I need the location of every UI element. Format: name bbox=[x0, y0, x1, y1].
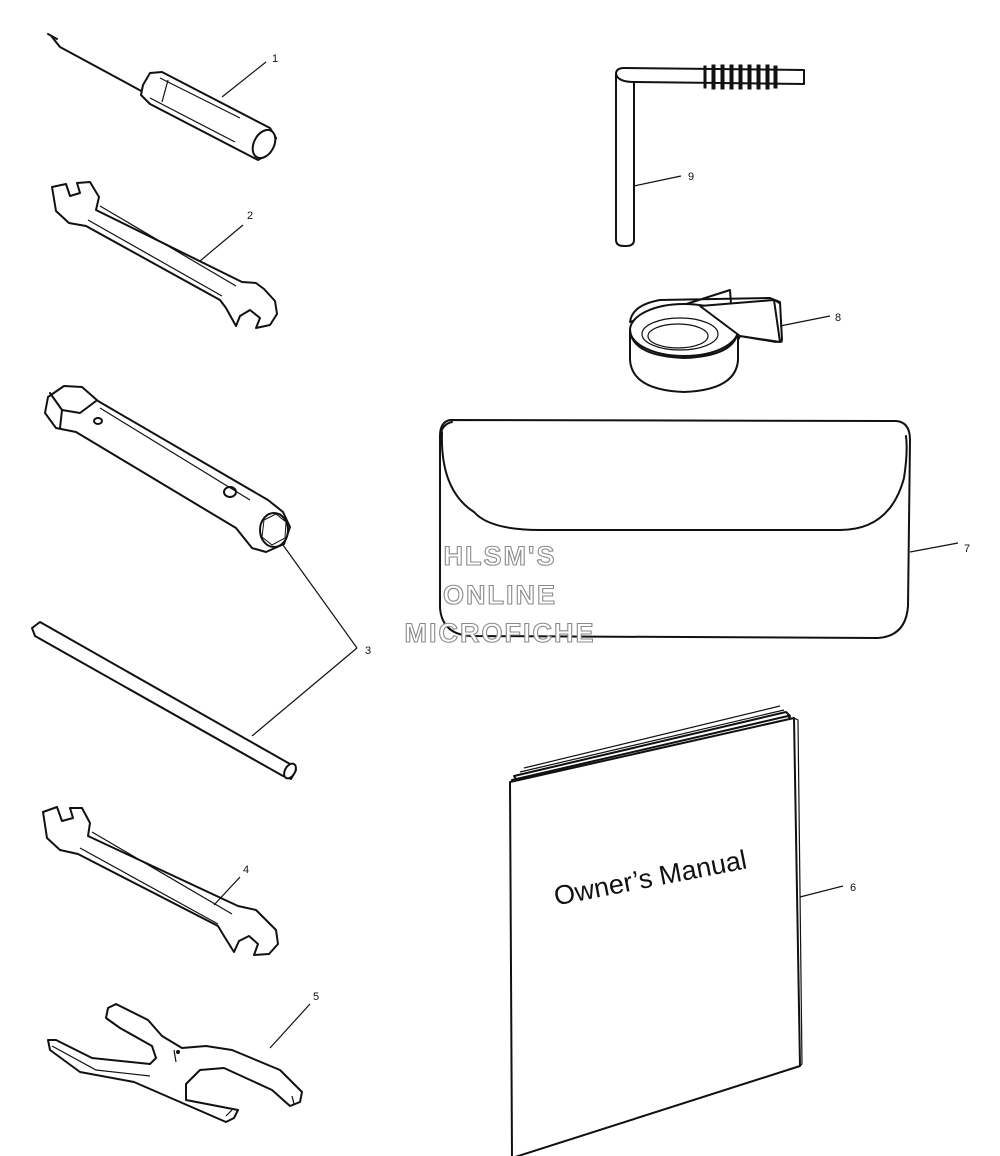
watermark-line-2: ONLINE bbox=[443, 580, 557, 610]
tube-spark-plug-wrench bbox=[44, 385, 291, 553]
leader-line-3b bbox=[251, 647, 358, 737]
leader-line-5 bbox=[269, 1003, 311, 1049]
callout-4: 4 bbox=[243, 864, 249, 876]
leader-line-7 bbox=[909, 542, 959, 553]
watermark-line-1: HLSM'S bbox=[444, 541, 557, 571]
watermark-line-3: MICROFICHE bbox=[405, 618, 596, 648]
leader-line-6 bbox=[799, 885, 844, 898]
leader-line-8 bbox=[779, 315, 831, 327]
tommy-bar bbox=[31, 621, 297, 780]
leader-line-1 bbox=[221, 61, 267, 98]
open-end-wrench-upper bbox=[51, 181, 278, 329]
callout-1: 1 bbox=[272, 53, 278, 65]
callout-3: 3 bbox=[365, 645, 371, 657]
leader-line-9 bbox=[633, 175, 682, 187]
spanner-tool bbox=[47, 1003, 303, 1123]
leader-line-3a bbox=[282, 544, 358, 649]
owners-manual: Owner’s Manual bbox=[509, 705, 803, 1156]
callout-2: 2 bbox=[247, 210, 253, 222]
hex-key bbox=[615, 64, 805, 247]
callout-6: 6 bbox=[850, 882, 856, 894]
tool-pouch bbox=[439, 419, 911, 639]
callout-5: 5 bbox=[313, 991, 319, 1003]
watermark: HLSM'S ONLINE MICROFICHE bbox=[404, 540, 596, 648]
leader-line-4 bbox=[213, 876, 241, 906]
open-end-wrench-lower bbox=[42, 806, 279, 956]
hex-key-knurled-grip bbox=[703, 64, 778, 90]
callout-9: 9 bbox=[688, 171, 694, 183]
callout-8: 8 bbox=[835, 312, 841, 324]
leader-line-2 bbox=[199, 224, 244, 262]
screwdriver bbox=[47, 33, 277, 161]
callout-7: 7 bbox=[964, 543, 970, 555]
coiled-strap bbox=[629, 289, 783, 393]
